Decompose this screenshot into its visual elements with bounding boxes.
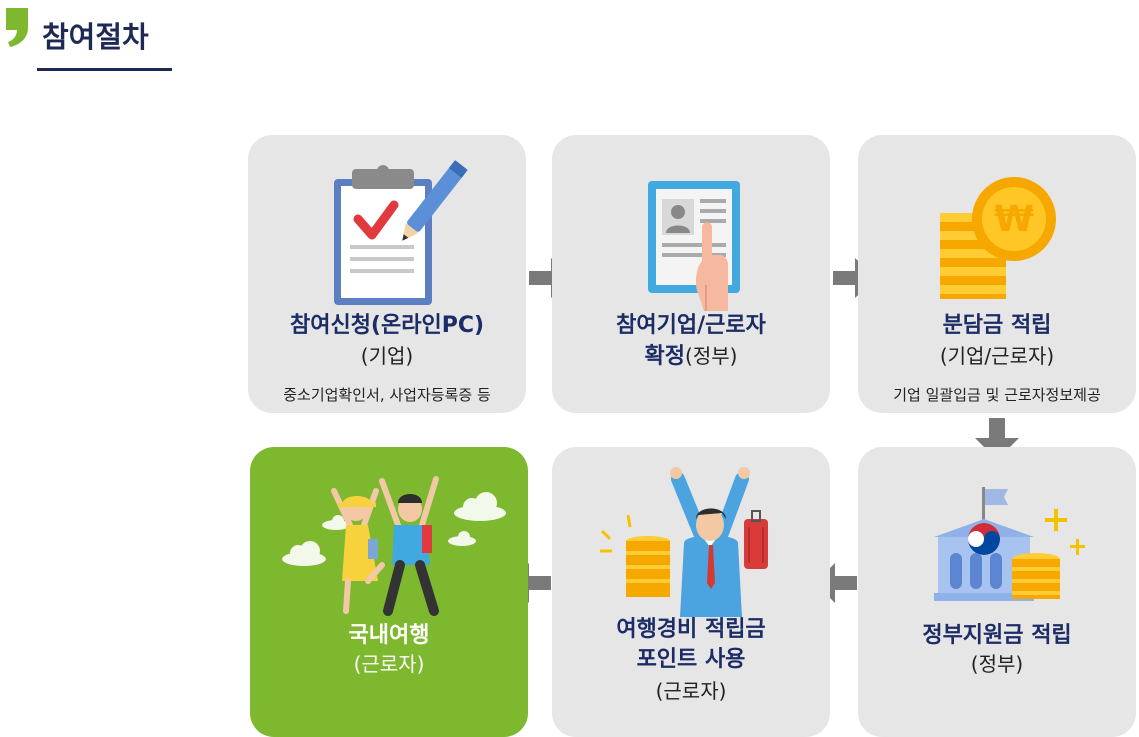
step-5-title-line2: 포인트 사용 [552, 645, 830, 675]
step-2-subtitle: (정부) [685, 344, 737, 368]
step-6-subtitle: (근로자) [250, 651, 528, 677]
page-title: 참여절차 [42, 14, 149, 56]
step-3-title: 분담금 적립 [858, 311, 1136, 341]
government-building-coins-icon [858, 447, 1136, 627]
step-5-subtitle: (근로자) [552, 678, 830, 704]
clipboard-check-pen-icon [248, 135, 526, 315]
step-1-card: 참여신청(온라인PC) (기업) 중소기업확인서, 사업자등록증 등 [248, 135, 526, 413]
step-4-title: 정부지원금 적립 [858, 621, 1136, 651]
step-3-card: ₩ 분담금 적립 (기업/근로자) 기업 일괄입금 및 근로자정보제공 [858, 135, 1136, 413]
step-2-card: 참여기업/근로자 확정(정부) [552, 135, 830, 413]
step-1-subtitle: (기업) [248, 343, 526, 369]
step-1-title: 참여신청(온라인PC) [248, 311, 526, 341]
step-2-title-line1: 참여기업/근로자 [552, 311, 830, 341]
step-6-title: 국내여행 [250, 621, 528, 651]
happy-travelers-icon [250, 447, 528, 627]
section-header: 참여절차 [0, 0, 180, 76]
won-coin-stack-icon: ₩ [858, 135, 1136, 315]
cheering-traveler-icon [552, 447, 830, 627]
quote-mark-icon [2, 4, 32, 48]
step-3-note: 기업 일괄입금 및 근로자정보제공 [858, 384, 1136, 405]
step-3-subtitle: (기업/근로자) [858, 343, 1136, 369]
step-4-card: 정부지원금 적립 (정부) [858, 447, 1136, 737]
step-4-subtitle: (정부) [858, 651, 1136, 677]
step-6-card: 국내여행 (근로자) [250, 447, 528, 737]
step-5-title-line1: 여행경비 적립금 [552, 615, 830, 645]
tablet-profile-touch-icon [552, 135, 830, 315]
step-2-title-confirm: 확정 [645, 344, 685, 369]
svg-text:₩: ₩ [994, 199, 1034, 240]
step-5-card: 여행경비 적립금 포인트 사용 (근로자) [552, 447, 830, 737]
title-underline [37, 68, 172, 71]
step-1-note: 중소기업확인서, 사업자등록증 등 [248, 384, 526, 405]
step-2-title-line2: 확정(정부) [552, 341, 830, 372]
